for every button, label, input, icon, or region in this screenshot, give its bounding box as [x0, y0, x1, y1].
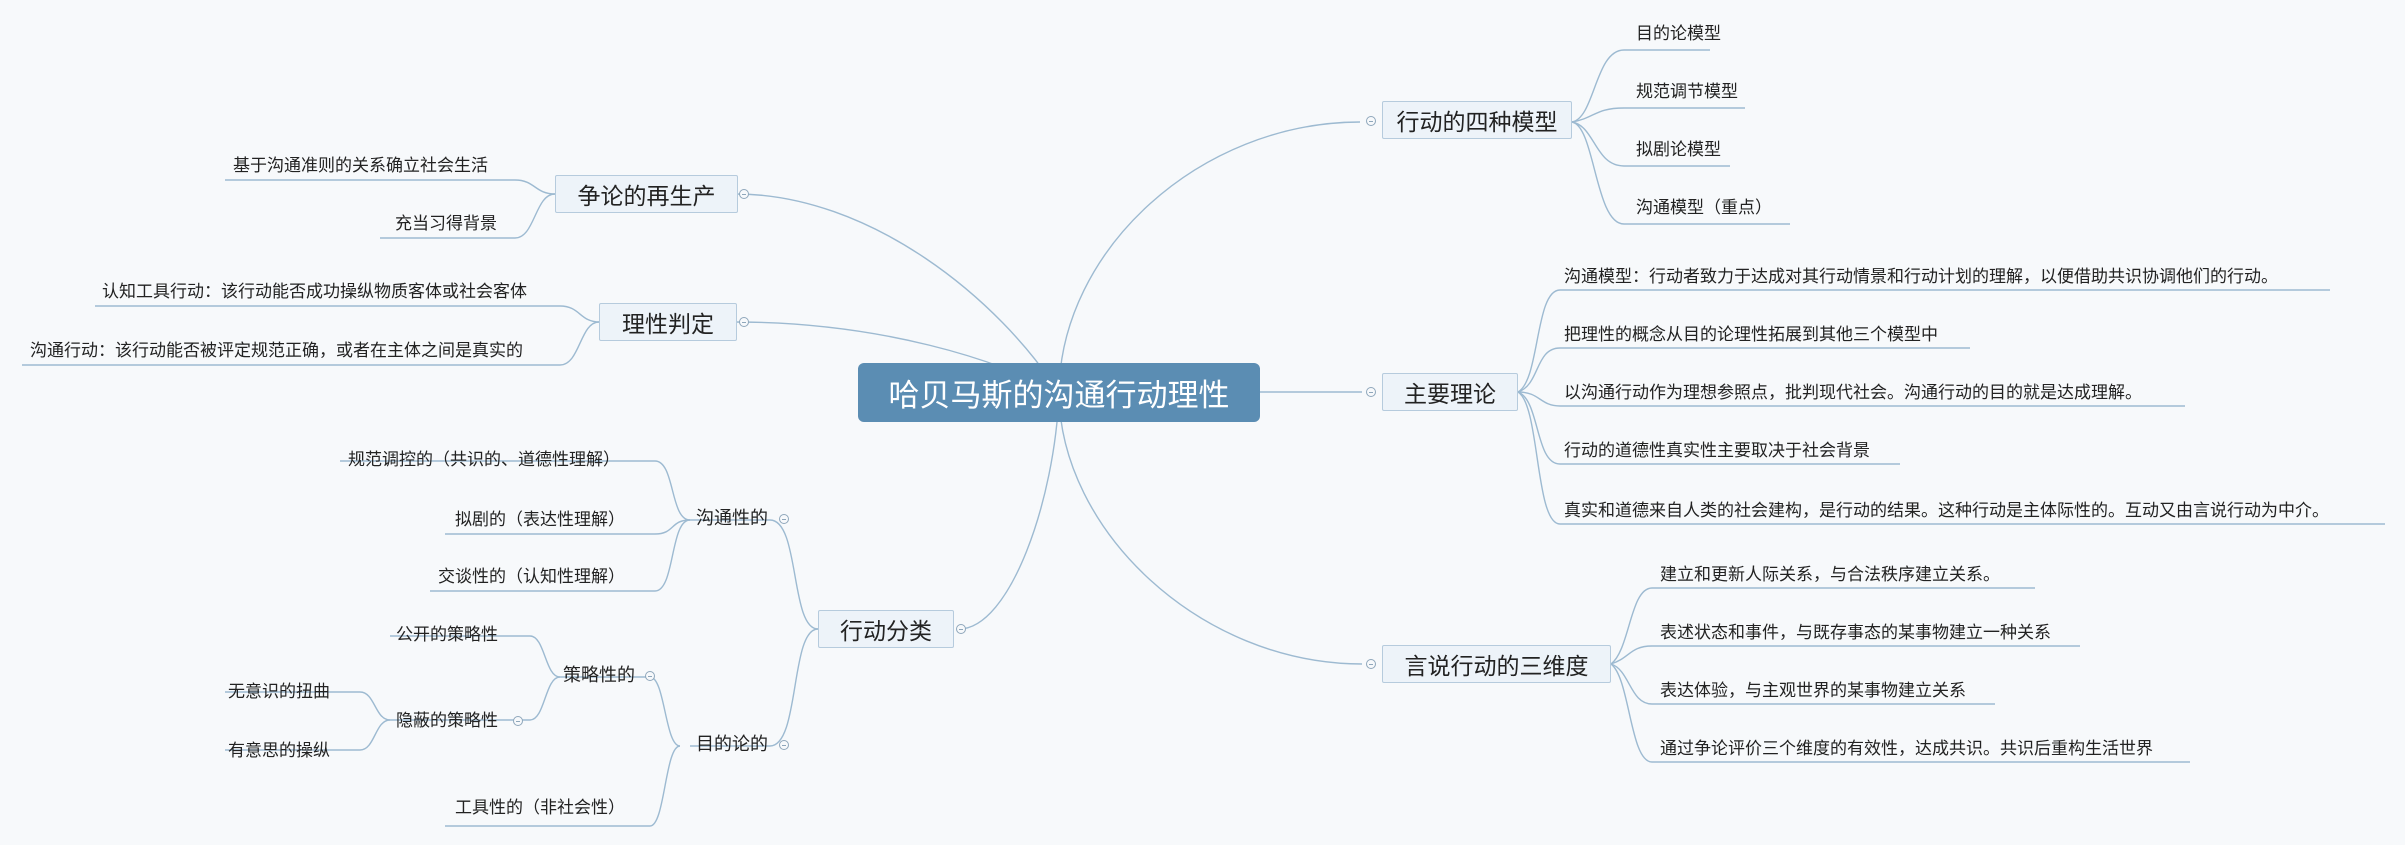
leaf-communicative-model[interactable]: 沟通模型（重点） [1636, 198, 1772, 218]
leaf-theory-5[interactable]: 真实和道德来自人类的社会建构，是行动的结果。这种行动是主体际性的。互动又由言说行… [1564, 501, 2329, 521]
topic-main-theory[interactable]: 主要理论 [1382, 373, 1518, 411]
collapse-toggle-icon[interactable] [779, 514, 789, 524]
leaf-theory-2[interactable]: 把理性的概念从目的论理性拓展到其他三个模型中 [1564, 325, 1938, 345]
leaf-theory-3[interactable]: 以沟通行动作为理想参照点，批判现代社会。沟通行动的目的就是达成理解。 [1564, 383, 2142, 403]
leaf-judgment-2[interactable]: 沟通行动：该行动能否被评定规范正确，或者在主体之间是真实的 [30, 341, 523, 361]
topic-action-types[interactable]: 行动分类 [818, 610, 954, 648]
leaf-unconscious-distortion[interactable]: 无意识的扭曲 [228, 682, 330, 702]
root-topic[interactable]: 哈贝马斯的沟通行动理性 [858, 363, 1260, 422]
leaf-conversational[interactable]: 交谈性的（认知性理解） [438, 567, 625, 587]
leaf-normative-model[interactable]: 规范调节模型 [1636, 82, 1738, 102]
leaf-reproduction-2[interactable]: 充当习得背景 [395, 214, 497, 234]
collapse-toggle-icon[interactable] [645, 671, 655, 681]
leaf-theory-1[interactable]: 沟通模型：行动者致力于达成对其行动情景和行动计划的理解，以便借助共识协调他们的行… [1564, 267, 2278, 287]
leaf-judgment-1[interactable]: 认知工具行动：该行动能否成功操纵物质客体或社会客体 [102, 282, 527, 302]
leaf-dramaturgical-model[interactable]: 拟剧论模型 [1636, 140, 1721, 160]
leaf-teleological-model[interactable]: 目的论模型 [1636, 24, 1721, 44]
leaf-reproduction-1[interactable]: 基于沟通准则的关系确立社会生活 [233, 156, 488, 176]
topic-reproduction[interactable]: 争论的再生产 [555, 175, 738, 213]
leaf-theory-4[interactable]: 行动的道德性真实性主要取决于社会背景 [1564, 441, 1870, 461]
collapse-toggle-icon[interactable] [739, 317, 749, 327]
branch-hidden-strategic[interactable]: 隐蔽的策略性 [396, 711, 498, 731]
leaf-open-strategic[interactable]: 公开的策略性 [396, 625, 498, 645]
topic-four-models[interactable]: 行动的四种模型 [1382, 101, 1572, 139]
collapse-toggle-icon[interactable] [1366, 387, 1376, 397]
collapse-toggle-icon[interactable] [1366, 116, 1376, 126]
topic-speech-act[interactable]: 言说行动的三维度 [1382, 645, 1611, 683]
leaf-speech-4[interactable]: 通过争论评价三个维度的有效性，达成共识。共识后重构生活世界 [1660, 739, 2153, 759]
leaf-intentional-manipulation[interactable]: 有意思的操纵 [228, 741, 330, 761]
leaf-speech-1[interactable]: 建立和更新人际关系，与合法秩序建立关系。 [1660, 565, 2000, 585]
collapse-toggle-icon[interactable] [956, 624, 966, 634]
leaf-speech-2[interactable]: 表述状态和事件，与既存事态的某事物建立一种关系 [1660, 623, 2051, 643]
leaf-dramaturgical[interactable]: 拟剧的（表达性理解） [455, 510, 625, 530]
collapse-toggle-icon[interactable] [513, 716, 523, 726]
leaf-speech-3[interactable]: 表达体验，与主观世界的某事物建立关系 [1660, 681, 1966, 701]
collapse-toggle-icon[interactable] [739, 189, 749, 199]
leaf-instrumental[interactable]: 工具性的（非社会性） [455, 798, 625, 818]
topic-rational-judgment[interactable]: 理性判定 [599, 303, 737, 341]
branch-strategic[interactable]: 策略性的 [563, 665, 635, 686]
branch-teleological[interactable]: 目的论的 [696, 734, 768, 755]
collapse-toggle-icon[interactable] [779, 740, 789, 750]
branch-communicative[interactable]: 沟通性的 [696, 508, 768, 529]
leaf-normative-regulated[interactable]: 规范调控的（共识的、道德性理解） [348, 450, 620, 470]
collapse-toggle-icon[interactable] [1366, 659, 1376, 669]
